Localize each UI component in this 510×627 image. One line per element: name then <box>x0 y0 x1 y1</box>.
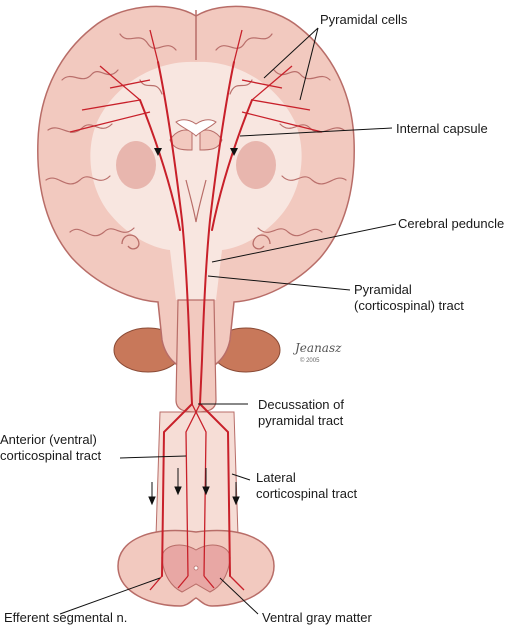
labels: Pyramidal cells Internal capsule Cerebra… <box>0 12 504 625</box>
signature-name: Jeanasz <box>292 341 342 355</box>
pyramidal-tracts <box>69 29 323 591</box>
leader-lines <box>59 27 397 615</box>
artist-signature: Jeanasz © 2005 <box>292 341 342 364</box>
brain-coronal-section <box>37 5 355 373</box>
label-pyramidal-cells: Pyramidal cells <box>320 12 408 27</box>
label-pyramidal-tract-1: Pyramidal <box>354 282 412 297</box>
label-efferent: Efferent segmental n. <box>4 610 127 625</box>
spinal-cord-cross-section <box>117 529 275 607</box>
label-decussation-2: pyramidal tract <box>258 413 344 428</box>
label-decussation-1: Decussation of <box>258 397 344 412</box>
descending-arrows <box>148 468 240 506</box>
label-lateral-2: corticospinal tract <box>256 486 358 501</box>
signature-year: © 2005 <box>300 357 320 364</box>
label-anterior-1: Anterior (ventral) <box>0 432 97 447</box>
label-pyramidal-tract-2: (corticospinal) tract <box>354 298 464 313</box>
label-cerebral-peduncle: Cerebral peduncle <box>398 216 504 231</box>
label-anterior-2: corticospinal tract <box>0 448 102 463</box>
brainstem <box>175 299 217 413</box>
label-ventral-gray: Ventral gray matter <box>262 610 372 625</box>
label-internal-capsule: Internal capsule <box>396 121 488 136</box>
label-lateral-1: Lateral <box>256 470 296 485</box>
